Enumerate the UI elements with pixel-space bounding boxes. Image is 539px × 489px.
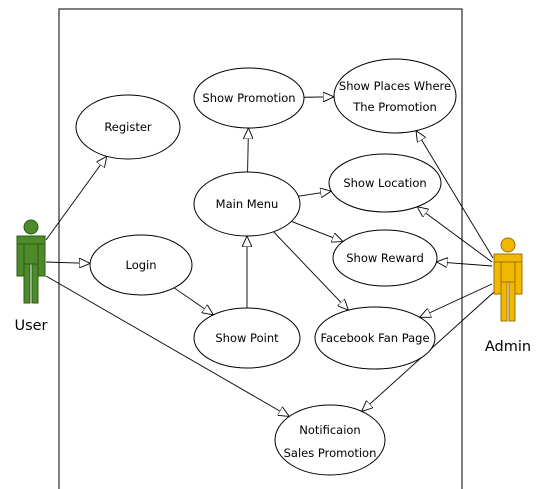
relation-admin-to-facebook-fan-page	[420, 283, 493, 317]
relation-login-to-show-point	[173, 287, 213, 315]
use-case-show-point[interactable]: Show Point	[193, 307, 301, 369]
relation-main-menu-to-show-location	[298, 191, 331, 196]
use-case-label: Show Location	[343, 176, 426, 190]
use-case-label: Show Promotion	[202, 91, 295, 105]
use-case-label: Main Menu	[216, 197, 279, 211]
use-case-label-line2: The Promotion	[352, 100, 437, 114]
relation-user-to-register	[45, 156, 107, 241]
system-boundary	[58, 8, 463, 489]
use-case-show-location[interactable]: Show Location	[328, 153, 442, 213]
use-case-register[interactable]: Register	[75, 94, 181, 160]
use-case-login[interactable]: Login	[89, 234, 193, 296]
use-case-label-line1: Show Places Where	[339, 79, 451, 93]
use-case-label: Show Reward	[346, 251, 424, 265]
use-case-label: Show Point	[215, 331, 279, 345]
user-actor-icon	[16, 219, 46, 304]
use-case-show-promotion[interactable]: Show Promotion	[193, 67, 305, 129]
relation-user-to-notification	[45, 275, 289, 416]
admin-actor-icon	[493, 237, 523, 322]
actor-admin[interactable]: Admin	[485, 237, 531, 355]
relations	[45, 97, 495, 417]
use-case-label-line1: Notificaion	[299, 423, 360, 437]
actor-label: User	[14, 318, 47, 334]
use-case-label: Facebook Fan Page	[320, 331, 429, 345]
relation-main-menu-to-show-reward	[291, 220, 342, 241]
use-case-main-menu[interactable]: Main Menu	[193, 171, 301, 237]
use-case-notification-sales-promotion[interactable]: Notificaion Sales Promotion	[274, 404, 386, 476]
relation-admin-to-show-location	[417, 207, 493, 263]
use-case-facebook-fan-page[interactable]: Facebook Fan Page	[314, 306, 436, 370]
relation-main-menu-to-facebook-fan-page	[273, 231, 348, 310]
relation-admin-to-show-places	[416, 131, 494, 259]
relation-admin-to-show-reward	[437, 262, 493, 266]
actor-label: Admin	[485, 339, 531, 355]
use-case-label: Register	[104, 120, 152, 134]
use-case-show-places-where-the-promotion[interactable]: Show Places Where The Promotion	[333, 58, 457, 134]
actor-user[interactable]: User	[14, 219, 48, 334]
relation-main-menu-to-show-promotion	[248, 128, 249, 173]
use-case-show-reward[interactable]: Show Reward	[332, 229, 438, 287]
use-case-label-line2: Sales Promotion	[284, 446, 377, 460]
relation-user-to-login	[45, 262, 90, 263]
use-case-label: Login	[125, 258, 156, 272]
